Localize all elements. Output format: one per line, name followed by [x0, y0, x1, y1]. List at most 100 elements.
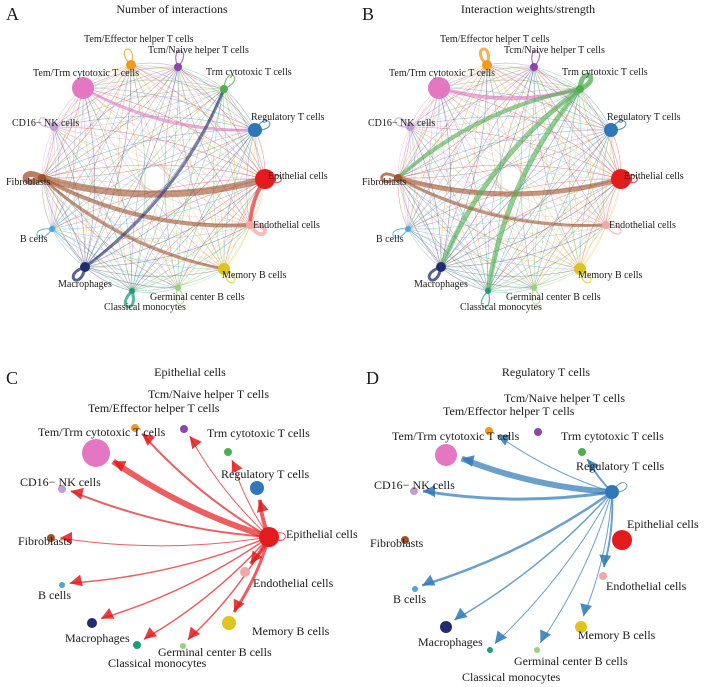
edge-tcm_naive_helper-to-fibroblasts [41, 66, 179, 179]
edge-tem_effector_helper-to-macrophages [84, 64, 132, 268]
edge-endothelial-to-fibroblasts [397, 177, 607, 226]
edge-tem_trm_cytotoxic-to-regulatory_t [438, 87, 612, 131]
edge-germinal_center_b-to-epithelial [533, 178, 622, 289]
edge-macrophages-to-memory_b [84, 266, 225, 277]
edge-tem_effector_helper-to-regulatory_t [486, 64, 612, 131]
node-germinal_center_b [175, 285, 181, 291]
edge-cd16_nk-to-epithelial [53, 126, 266, 180]
edge-macrophages-to-endothelial [440, 224, 607, 268]
node-memory_b [222, 616, 236, 630]
self-loop-b_cells [392, 228, 409, 239]
edge-macrophages-to-germinal_center_b [440, 266, 535, 289]
node-b_cells [59, 582, 65, 588]
node-epithelial [611, 169, 631, 189]
edge-germinal_center_b-to-regulatory_t [177, 129, 256, 289]
arrowhead-tcm_naive_helper [189, 436, 202, 450]
panel-d-title: Regulatory T cells [502, 365, 591, 379]
edge-regulatory_t-to-memory_b [223, 129, 256, 270]
edge-tcm_naive_helper-to-classical_monocytes [487, 66, 535, 292]
node-macrophages [440, 621, 452, 633]
edge-memory_b-to-trm_cytotoxic [223, 88, 236, 270]
node-germinal_center_b [534, 647, 540, 653]
edge-tcm_naive_helper-to-macrophages [440, 66, 535, 268]
node-tem_trm_cytotoxic [82, 439, 110, 467]
node-endothelial [246, 221, 254, 229]
node-label-epithelial: Epithelial cells [268, 171, 328, 182]
edge-trm_cytotoxic-to-endothelial [223, 88, 251, 226]
edge-tcm_naive_helper-to-fibroblasts [397, 66, 535, 179]
self-loop-cd16_nk [394, 117, 411, 128]
edge-fibroblasts-to-macrophages [397, 177, 442, 268]
edge-endothelial-to-tcm_naive_helper [177, 66, 251, 226]
node-label-macrophages: Macrophages [58, 279, 112, 290]
edge-classical_monocytes-to-trm_cytotoxic [487, 88, 581, 292]
edge-epithelial-to-germinal_center_b [177, 178, 266, 289]
self-loop-tem_effector_helper [123, 48, 133, 66]
edge-b_cells-to-tem_trm_cytotoxic [51, 87, 84, 230]
edge-endothelial-to-trm_cytotoxic [579, 88, 607, 226]
edge-trm_cytotoxic-to-endothelial [579, 88, 607, 226]
edge-tem_effector_helper-to-endothelial [130, 64, 251, 226]
edge-regulatory_t-to-germinal_center_b [540, 491, 613, 644]
node-classical_monocytes [133, 641, 141, 649]
edge-endothelial-to-tem_trm_cytotoxic [438, 87, 607, 226]
edge-fibroblasts-to-tem_effector_helper [41, 64, 132, 179]
node-label-regulatory_t: Regulatory T cells [607, 112, 681, 123]
edge-cd16_nk-to-classical_monocytes [409, 126, 489, 292]
edge-macrophages-to-epithelial [84, 178, 266, 268]
edge-regulatory_t-to-germinal_center_b [533, 129, 612, 289]
edge-tem_effector_helper-to-germinal_center_b [130, 64, 179, 289]
edge-epithelial-to-tem_effector_helper [130, 64, 266, 180]
node-regulatory_t [605, 485, 619, 499]
edge-germinal_center_b-to-tem_effector_helper [130, 64, 179, 289]
edge-fibroblasts-to-tcm_naive_helper [41, 66, 179, 179]
node-regulatory_t [604, 123, 618, 137]
node-tem_trm_cytotoxic [428, 77, 450, 99]
node-b_cells [49, 226, 55, 232]
edge-fibroblasts-to-regulatory_t [397, 129, 612, 179]
self-loop-endothelial [605, 224, 622, 235]
edge-memory_b-to-macrophages [440, 259, 581, 270]
arrowhead-germinal_center_b [540, 629, 551, 643]
node-label-memory_b: Memory B cells [578, 628, 656, 642]
edge-tem_trm_cytotoxic-to-macrophages [428, 87, 442, 268]
edge-tem_effector_helper-to-b_cells [51, 64, 132, 230]
self-loop-tcm_naive_helper [531, 50, 541, 68]
edge-memory_b-to-trm_cytotoxic [579, 88, 592, 270]
edge-epithelial-to-germinal_center_b [533, 178, 622, 289]
edge-fibroblasts-to-macrophages [41, 177, 86, 268]
edge-tem_trm_cytotoxic-to-classical_monocytes [438, 87, 489, 292]
edge-germinal_center_b-to-tcm_naive_helper [533, 66, 548, 289]
node-memory_b [575, 621, 587, 633]
node-label-tem_trm_cytotoxic: Tem/Trm cytotoxic T cells [33, 68, 139, 79]
edge-tem_trm_cytotoxic-to-b_cells [51, 87, 84, 230]
edge-trm_cytotoxic-to-memory_b [568, 88, 581, 270]
edge-regulatory_t-to-classical_monocytes [494, 491, 613, 645]
node-label-classical_monocytes: Classical monocytes [460, 302, 542, 313]
edge-cd16_nk-to-fibroblasts [41, 126, 55, 179]
panel-a: A Number of interactions Tem/Trm cytotox… [6, 2, 328, 313]
strong-edge-fibroblasts-to-epithelial [41, 174, 266, 198]
node-epithelial [255, 169, 275, 189]
node-memory_b [218, 263, 230, 275]
edge-tcm_naive_helper-to-endothelial [533, 66, 607, 226]
edge-germinal_center_b-to-cd16_nk [53, 126, 179, 289]
node-label-epithelial: Epithelial cells [286, 527, 358, 541]
node-b_cells [405, 226, 411, 232]
edge-b_cells-to-tem_trm_cytotoxic [407, 87, 440, 230]
edge-b_cells-to-cd16_nk [407, 126, 416, 230]
node-label-tcm_naive_helper: Tcm/Naive helper T cells [148, 45, 249, 56]
edge-epithelial-to-classical_monocytes [131, 178, 266, 292]
edge-classical_monocytes-to-regulatory_t [131, 129, 256, 292]
edge-regulatory_t-to-classical_monocytes [131, 129, 256, 292]
edge-germinal_center_b-to-tem_trm_cytotoxic [82, 87, 179, 289]
arrowhead-memory_b [233, 598, 245, 613]
strong-edge-macrophages-to-trm_cytotoxic [84, 88, 226, 269]
node-regulatory_t [250, 481, 264, 495]
edge-endothelial-to-tem_effector_helper [486, 64, 607, 226]
node-label-b_cells: B cells [393, 592, 426, 606]
edge-memory_b-to-tcm_naive_helper [177, 66, 225, 270]
edge-b_cells-to-germinal_center_b [407, 228, 535, 289]
edge-memory_b-to-cd16_nk [53, 126, 225, 270]
edge-trm_cytotoxic-to-epithelial [579, 88, 622, 180]
